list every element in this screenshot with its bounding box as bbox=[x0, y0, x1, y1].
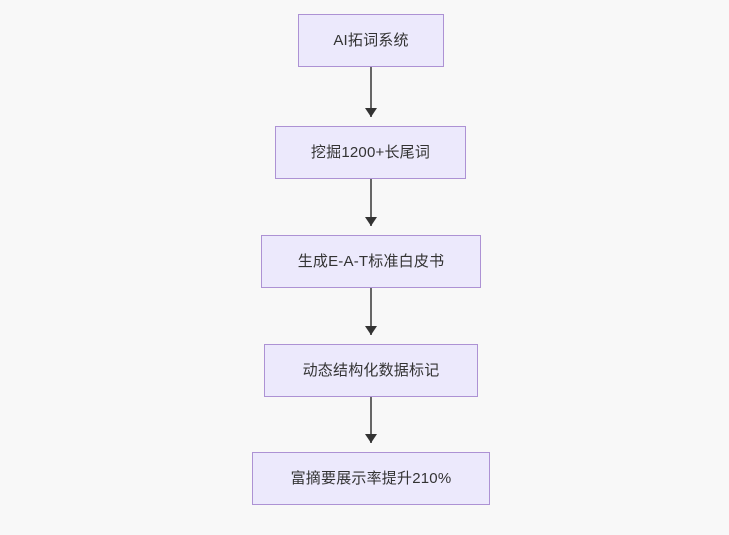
arrowhead-down-icon-3 bbox=[365, 326, 377, 335]
node-dynamic-structured-data[interactable]: 动态结构化数据标记 bbox=[264, 344, 478, 397]
node-label: AI拓词系统 bbox=[333, 32, 409, 49]
flow-connector-1 bbox=[370, 67, 372, 117]
node-generate-eat-whitepaper[interactable]: 生成E-A-T标准白皮书 bbox=[261, 235, 481, 288]
arrowhead-down-icon-2 bbox=[365, 217, 377, 226]
node-mine-longtail-keywords[interactable]: 挖掘1200+长尾词 bbox=[275, 126, 466, 179]
flow-connector-4 bbox=[370, 397, 372, 443]
node-label: 挖掘1200+长尾词 bbox=[310, 144, 431, 161]
arrowhead-down-icon-1 bbox=[365, 108, 377, 117]
node-label: 动态结构化数据标记 bbox=[302, 362, 440, 379]
node-label: 富摘要展示率提升210% bbox=[290, 470, 452, 487]
flow-connector-2 bbox=[370, 179, 372, 226]
node-label: 生成E-A-T标准白皮书 bbox=[297, 253, 445, 270]
arrowhead-down-icon-4 bbox=[365, 434, 377, 443]
node-rich-snippet-uplift[interactable]: 富摘要展示率提升210% bbox=[252, 452, 490, 505]
node-ai-keyword-system[interactable]: AI拓词系统 bbox=[298, 14, 444, 67]
flow-connector-3 bbox=[370, 288, 372, 335]
